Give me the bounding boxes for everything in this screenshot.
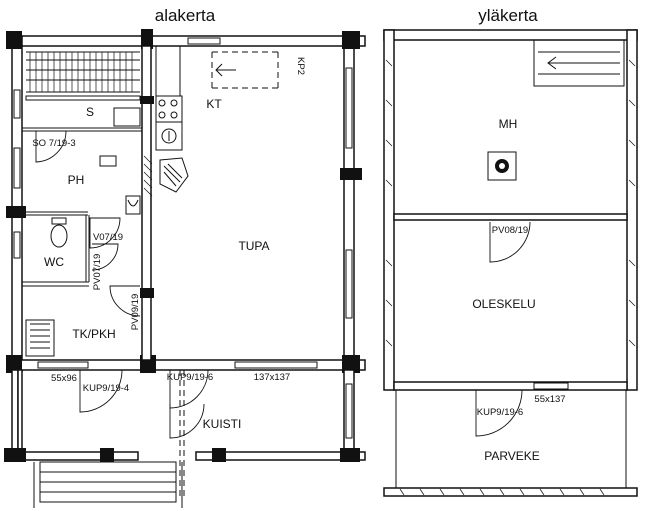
door-swing-kup6 [169,369,209,409]
window-west-sauna [13,89,21,119]
tag-v07: V07/19 [93,232,123,243]
door-swing-tupa [109,285,141,317]
door-swing-wc [89,217,121,249]
post [6,31,22,49]
window-east-upper [345,67,353,149]
room-label-s: S [86,105,94,119]
upper-west-wall [383,29,395,391]
upper-partition-1 [393,213,628,221]
window-south-55x96 [37,361,89,369]
toilet-icon [50,224,68,248]
post [342,31,360,49]
post [342,355,360,373]
upper-floor-plan: MH OLESKELU PARVEKE PV08/19 55x137 KUP9/… [383,29,638,497]
room-label-tupa: TUPA [238,239,269,253]
post [140,288,154,298]
window-west-wc [13,231,21,259]
fireplace-icon [159,157,189,193]
upper-south-wall [393,381,628,391]
toilet-tank-icon [51,217,67,225]
room-label-tk-pkh: TK/PKH [72,327,115,341]
window-east-lower [345,249,353,319]
tag-so-door: SO 7/19-3 [32,138,75,149]
oven-icon [155,121,183,151]
upper-floor-title: yläkerta [478,6,538,25]
window-north [187,37,221,45]
post [6,206,26,218]
door-swing-kup4 [79,369,123,413]
door-swing-tk [91,243,119,271]
tag-kup9-6: KUP9/19-6 [167,372,213,383]
tag-window-55x137: 55x137 [534,394,565,405]
room-label-wc: WC [44,255,64,269]
post [6,355,22,373]
room-label-kt: KT [206,97,222,111]
lower-floor-plan: KT S PH WC TK/PKH TUPA KUISTI KP2 SO 7/1… [4,29,366,508]
kitchen-fixtures [143,46,279,197]
sauna-stove [113,107,141,127]
room-label-oleskelu: OLESKELU [472,297,535,311]
tag-kp2: KP2 [295,57,306,75]
window-55x137 [533,382,569,390]
porch [4,369,366,508]
upper-north-wall [383,29,638,41]
lower-north-wall [7,35,366,47]
window-south-137 [234,361,318,369]
tag-pv09: PV09/19 [130,294,141,330]
room-label-ph: PH [68,173,85,187]
window-west-ph [13,147,21,189]
stove-icon [155,95,183,123]
door-swing-kuisti [169,403,205,439]
tag-kup9-4: KUP9/19-4 [83,383,129,394]
door-swing-ph [35,130,67,163]
post [140,96,154,104]
wardrobe-icon [25,319,55,357]
post [141,29,153,49]
balcony [383,390,638,497]
sauna-benches [25,51,141,127]
tag-pv07: PV07/19 [92,254,103,290]
center-log-wall [141,45,152,361]
post [340,168,362,180]
room-label-mh: MH [499,117,518,131]
upper-stairwell [533,39,625,87]
room-label-kuisti: KUISTI [203,417,242,431]
tag-kup9-6-upper: KUP9/19-6 [477,407,523,418]
ph-shelf [99,155,117,167]
ph-sink-icon [125,195,141,215]
door-swing-pv08 [489,221,531,263]
upper-east-wall [626,29,638,391]
lower-floor-title: alakerta [155,6,216,25]
door-swing-kup9-6-upper [475,389,523,437]
room-label-parveke: PARVEKE [484,449,540,463]
lower-west-wall [11,35,23,372]
tag-window-137: 137x137 [254,372,290,383]
tag-pv08: PV08/19 [492,225,528,236]
tag-window-55x96: 55x96 [51,373,77,384]
chimney-icon [487,151,517,181]
